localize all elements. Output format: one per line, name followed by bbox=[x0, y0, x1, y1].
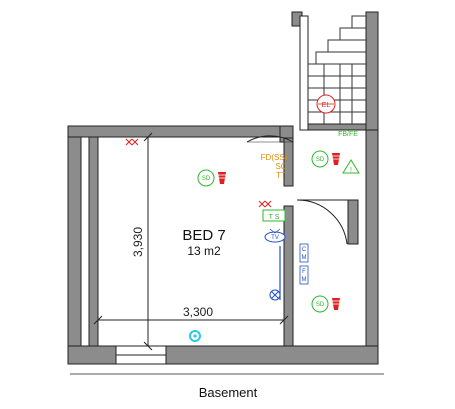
smoke-detector-icon: SD bbox=[311, 150, 341, 168]
wall-left-inner bbox=[88, 135, 99, 347]
sc-label: SC bbox=[275, 162, 286, 171]
el-label: EL bbox=[322, 102, 331, 109]
wall-stair-bottom bbox=[307, 123, 367, 131]
door-bedroom bbox=[246, 135, 294, 186]
emergency-light-icon bbox=[316, 94, 336, 114]
wall-partition-bottom bbox=[283, 205, 294, 347]
extract-fan-icon bbox=[269, 289, 281, 301]
dim-horizontal-label: 3,300 bbox=[183, 305, 213, 319]
dimension-vertical bbox=[143, 132, 153, 351]
svg-text:C: C bbox=[302, 247, 307, 253]
warning-triangle-icon: ! bbox=[342, 159, 360, 174]
walls bbox=[67, 11, 379, 365]
wall-bottom-right bbox=[165, 345, 379, 365]
room-name: BED 7 bbox=[182, 227, 225, 244]
svg-text:SD: SD bbox=[202, 176, 211, 182]
light-cross-icon bbox=[125, 138, 139, 146]
wall-left-outer bbox=[67, 125, 82, 365]
wall-right-outer bbox=[365, 129, 379, 365]
smoke-detector-icon: SD bbox=[311, 295, 341, 313]
svg-text:SD: SD bbox=[316, 157, 325, 163]
wall-bottom-left bbox=[67, 345, 117, 365]
fm-box: F M bbox=[299, 265, 309, 285]
svg-text:SD: SD bbox=[316, 302, 325, 308]
cm-box: C M bbox=[299, 243, 309, 263]
wall-hall-stub bbox=[347, 199, 359, 245]
dim-vertical-label: 3,930 bbox=[131, 227, 145, 257]
svg-text:!: ! bbox=[350, 167, 352, 174]
room-area: 13 m2 bbox=[187, 244, 221, 258]
stair-left-edge bbox=[299, 15, 309, 131]
ts-label: T S bbox=[269, 214, 280, 221]
svg-text:M: M bbox=[302, 255, 307, 261]
tv-label: TV bbox=[271, 235, 279, 241]
light-cross-icon bbox=[258, 200, 272, 208]
staircase bbox=[308, 15, 366, 124]
sensor-icon bbox=[189, 330, 201, 342]
fb-fe-label: FB/FE bbox=[338, 131, 358, 138]
caption: Basement bbox=[199, 385, 258, 400]
wall-top bbox=[67, 125, 294, 138]
fd-label: FD(SS) bbox=[261, 153, 288, 162]
wall-stair-right bbox=[365, 11, 379, 133]
ts-box bbox=[262, 209, 286, 222]
svg-text:M: M bbox=[302, 277, 307, 283]
door-hall bbox=[296, 199, 348, 245]
window bbox=[115, 345, 167, 365]
tv-icon bbox=[264, 228, 286, 243]
svg-text:F: F bbox=[302, 269, 306, 275]
dimension-horizontal bbox=[93, 315, 289, 325]
tt-label: TT bbox=[276, 171, 286, 180]
smoke-detector-icon: SD bbox=[197, 169, 227, 187]
